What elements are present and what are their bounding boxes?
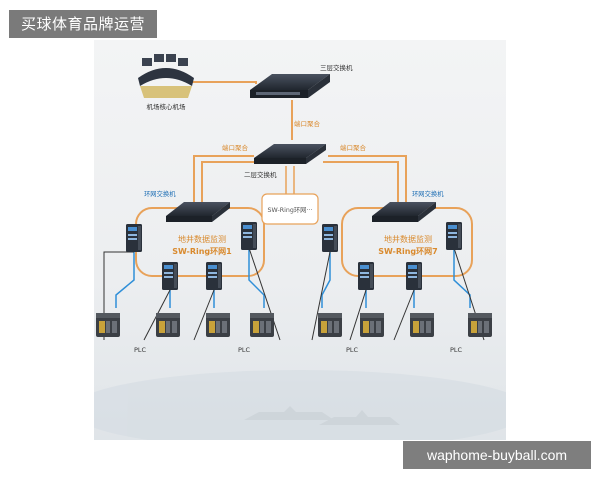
airport-background-scene [94, 370, 506, 440]
watermark: waphome-buyball.com [403, 441, 591, 469]
core-machine-room-icon [138, 54, 194, 98]
l3-switch-label: 三层交换机 [320, 63, 353, 72]
plc-label: PLC [238, 346, 251, 354]
site-banner: 买球体育品牌运营 [9, 10, 157, 38]
l2-switch-label: 二层交换机 [244, 170, 277, 179]
plc-device-icon [468, 313, 492, 337]
ring-switch-left-label: 环网交换机 [144, 189, 176, 198]
port-aggregation-left-label: 端口聚合 [222, 143, 249, 152]
plc-device-icon [360, 313, 384, 337]
middle-ring-box [261, 193, 319, 225]
port-aggregation-top-label: 端口聚合 [294, 119, 321, 128]
ring-switch-left-icon [166, 202, 230, 222]
media-converter-icon [322, 224, 338, 252]
media-converter-icon [406, 262, 422, 290]
plc-device-icon [156, 313, 180, 337]
media-converter-icon [162, 262, 178, 290]
plc-device-icon [318, 313, 342, 337]
media-converter-icon [358, 262, 374, 290]
ring7-name: SW-Ring环网7 [378, 247, 437, 256]
ring-middle-label: SW-Ring环网··· [268, 206, 313, 214]
l2-switch-icon [254, 144, 326, 164]
media-converter-icon [446, 222, 462, 250]
ring-switch-right-icon [372, 202, 436, 222]
port-aggregation-right-label: 端口聚合 [340, 143, 367, 152]
media-converter-icon [241, 222, 257, 250]
plc-device-icon [206, 313, 230, 337]
network-topology-diagram: 机场核心机场 三层交换机 端口聚合 端口聚合 端口聚合 二层交换机 SW-Rin… [94, 40, 506, 440]
ring-switch-right-label: 环网交换机 [412, 189, 444, 198]
ring1-name: SW-Ring环网1 [172, 247, 232, 256]
plc-device-icon [410, 313, 434, 337]
media-converter-icon [126, 224, 142, 252]
core-room-label: 机场核心机场 [147, 102, 187, 111]
ring7-title: 地井数据监测 [384, 234, 432, 244]
plc-label: PLC [346, 346, 359, 354]
plc-device-icon [96, 313, 120, 337]
plc-label: PLC [134, 346, 147, 354]
media-converter-icon [206, 262, 222, 290]
plc-label: PLC [450, 346, 463, 354]
ring1-title: 地井数据监测 [178, 234, 226, 244]
l3-switch-icon [250, 74, 330, 98]
plc-device-icon [250, 313, 274, 337]
